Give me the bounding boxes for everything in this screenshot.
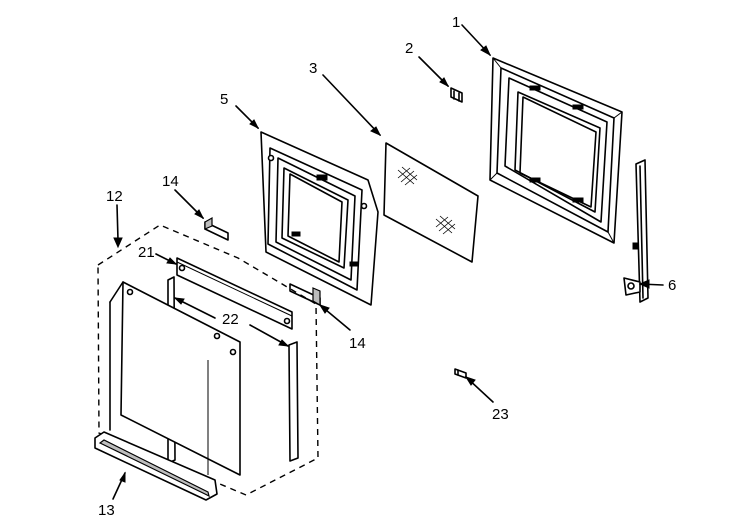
callout-6: 6	[668, 277, 676, 294]
part-14-bracket-upper	[204, 216, 229, 241]
callout-labels: 1 2 3 5 6 12 13 14 14 21 22 23	[98, 14, 676, 519]
leader-3	[322, 74, 381, 136]
part-3-glass-panel	[383, 142, 479, 263]
callout-23: 23	[492, 406, 509, 423]
callout-2: 2	[405, 40, 413, 57]
part-1-outer-door-panel	[489, 57, 623, 244]
part-2-clip	[450, 87, 463, 103]
callout-14-upper: 14	[162, 173, 179, 190]
callout-14-lower: 14	[349, 335, 366, 352]
leader-arrowheads	[113, 45, 650, 483]
callout-22: 22	[222, 311, 239, 328]
part-22-side-strip-right	[288, 341, 299, 462]
callout-3: 3	[309, 60, 317, 77]
leader-12	[116, 204, 119, 241]
door-front-glass-panel	[109, 281, 241, 476]
callout-12: 12	[106, 188, 123, 205]
part-23-screw	[454, 368, 467, 379]
callout-13: 13	[98, 502, 115, 519]
callout-1: 1	[452, 14, 460, 31]
part-14-bracket-lower	[289, 283, 321, 307]
part-21-top-trim	[176, 257, 293, 330]
part-13-door-handle	[94, 431, 218, 501]
part-5-inner-door-frame	[260, 131, 379, 306]
callout-21: 21	[138, 244, 155, 261]
callout-5: 5	[220, 91, 228, 108]
part-6-hinge-bar	[623, 159, 649, 303]
